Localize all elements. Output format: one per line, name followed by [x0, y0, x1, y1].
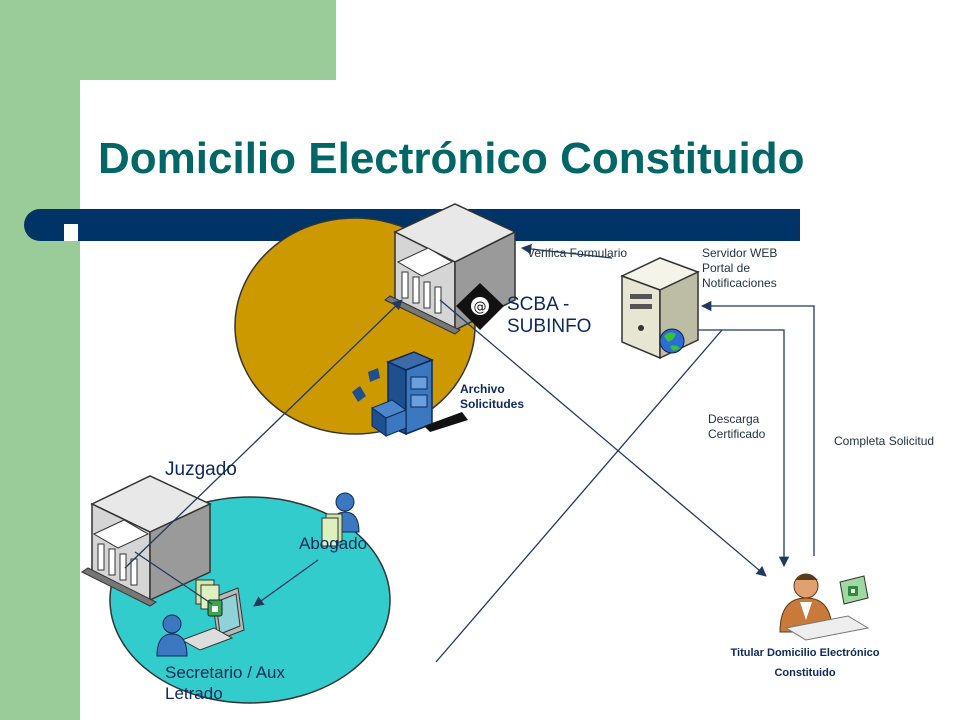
scba-label-line2: SUBINFO — [507, 316, 592, 337]
connector-lines — [124, 243, 815, 663]
juzgado-building-icon — [81, 475, 212, 607]
arrow-scba-to-titular — [439, 299, 767, 577]
descarga-label: Descarga Certificado — [708, 412, 765, 442]
arrow-verifica — [520, 243, 613, 259]
file-cabinet-icon — [352, 351, 468, 437]
servidor-label: Servidor WEB Portal de Notificaciones — [702, 246, 777, 291]
titular-label-line1: Titular Domicilio Electrónico — [730, 647, 880, 659]
secretario-label-line1: Secretario / Aux — [165, 663, 286, 682]
green-sidebar — [0, 0, 80, 720]
arrow-completa — [700, 300, 815, 556]
arrow-abogado-to-secretario — [253, 559, 319, 607]
bar-notch — [64, 224, 78, 241]
email-at-badge-icon: @ — [456, 283, 504, 330]
titular-label-line2: Constituido — [774, 667, 836, 679]
titular-person-icon — [779, 573, 870, 641]
line-server-diagonal — [435, 329, 723, 663]
scba-label-line1: SCBA - — [507, 294, 570, 315]
archivo-label-line1: Archivo — [460, 382, 505, 396]
arrow-descarga — [698, 329, 790, 568]
titular-label: Titular Domicilio Electrónico Constituid… — [720, 643, 890, 683]
web-server-icon — [620, 257, 700, 360]
slide-title: Domicilio Electrónico Constituido — [98, 134, 805, 183]
servidor-label-line2: Portal de — [702, 261, 751, 275]
arrow-juzgado-to-scba — [124, 299, 403, 569]
green-top-band — [0, 0, 336, 80]
verifica-label: Verifica Formulario — [527, 246, 628, 260]
scba-label: SCBA - SUBINFO — [507, 294, 591, 338]
archivo-label-line2: Solicitudes — [460, 397, 525, 411]
descarga-label-line2: Certificado — [708, 427, 766, 441]
secretario-label: Secretario / Aux Letrado — [165, 662, 285, 704]
line-juzgado-to-workstation — [134, 551, 213, 605]
completa-label: Completa Solicitud — [834, 434, 935, 448]
juzgado-label: Juzgado — [165, 459, 237, 480]
secretario-label-line2: Letrado — [165, 684, 223, 703]
abogado-label: Abogado — [299, 534, 368, 553]
svg-text:@: @ — [474, 300, 487, 315]
abogado-person-icon — [321, 492, 360, 547]
servidor-label-line3: Notificaciones — [702, 276, 777, 290]
rounded-corner — [80, 80, 200, 200]
secretario-workstation-icon — [156, 579, 245, 657]
archivo-label: Archivo Solicitudes — [460, 382, 524, 412]
servidor-label-line1: Servidor WEB — [702, 246, 778, 260]
descarga-label-line1: Descarga — [708, 412, 760, 426]
